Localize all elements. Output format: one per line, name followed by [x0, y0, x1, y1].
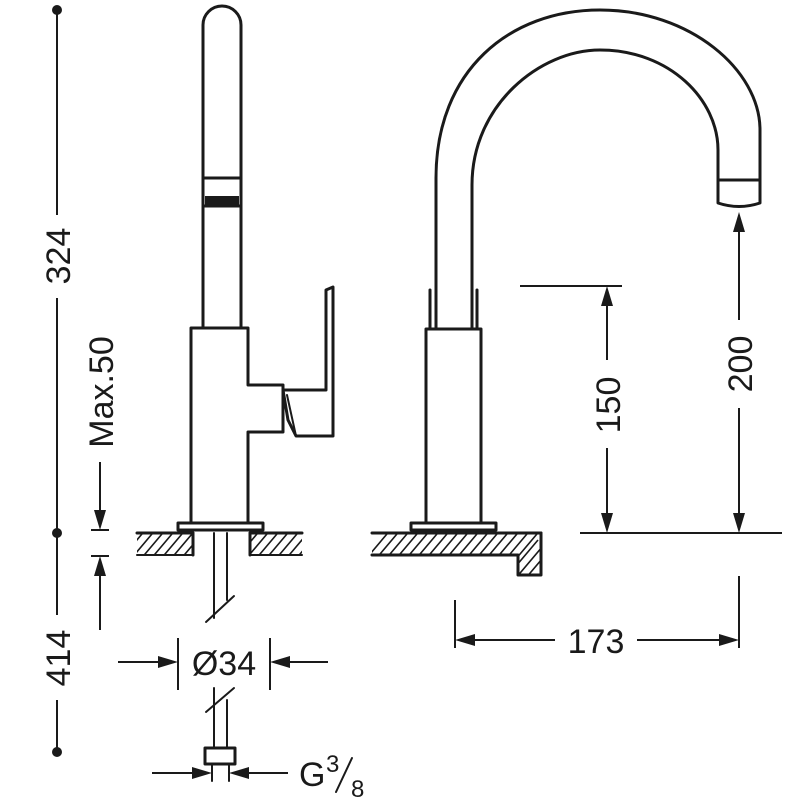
- deck-thickness-dimension: Max.50: [83, 336, 121, 630]
- countertop-hatch-front: [372, 533, 541, 575]
- dim-414-label: 414: [40, 630, 78, 687]
- dimension-endpoint-bottom: [52, 747, 62, 757]
- gooseneck-spout: [434, 8, 762, 331]
- faucet-body: [189, 326, 285, 525]
- lever-handle: [281, 285, 335, 438]
- connector-nut: [203, 746, 237, 766]
- faucet-side-view: [135, 4, 335, 782]
- dimension-endpoint-deck: [52, 528, 62, 538]
- dim-200-label: 200: [722, 336, 760, 393]
- dim-324-label: 324: [40, 228, 78, 285]
- dim-150-label: 150: [590, 377, 628, 434]
- countertop-hatch-left: [137, 533, 193, 555]
- connection-thread-prefix: G: [299, 756, 325, 794]
- connection-thread-denominator: 8: [351, 776, 364, 800]
- dim-max50-label: Max.50: [83, 336, 121, 448]
- dimension-endpoint-top: [52, 5, 62, 15]
- aerator-tip: [716, 178, 762, 208]
- left-vertical-dimension: 324 414: [40, 5, 78, 757]
- aerator-band: [205, 196, 239, 206]
- faucet-front-view: [370, 8, 762, 577]
- spout-reach-dimension: 173: [454, 576, 740, 661]
- connection-thread-dimension: G 3 8: [152, 751, 364, 800]
- dim-173-label: 173: [568, 623, 625, 661]
- countertop-hatch-right: [250, 533, 302, 555]
- spout-height-dimensions: 150 200: [520, 212, 782, 534]
- base-plate: [176, 521, 265, 532]
- dim-diameter-label: Ø34: [192, 645, 256, 683]
- connection-thread-numerator: 3: [326, 751, 339, 778]
- front-base-plate: [409, 521, 498, 532]
- front-body: [424, 327, 483, 525]
- base-diameter-dimension: Ø34: [118, 638, 328, 690]
- spout-tube: [201, 4, 243, 330]
